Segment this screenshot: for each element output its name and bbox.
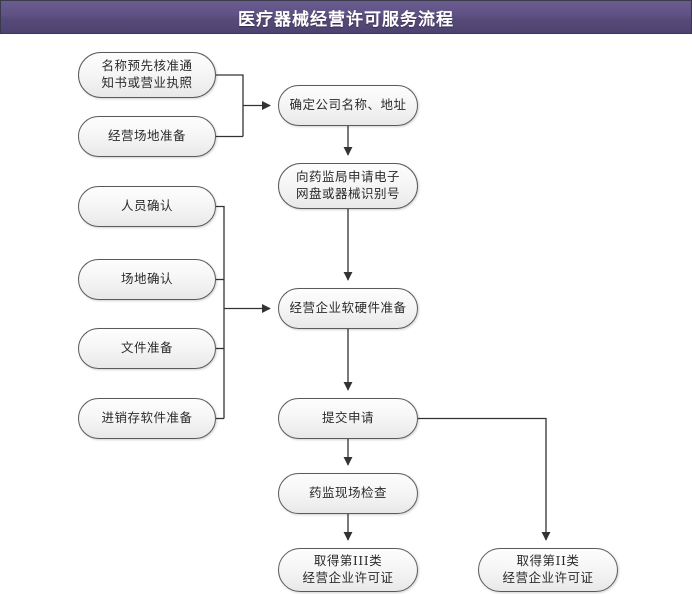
node-inventory-software-preparation[interactable]: 进销存软件准备 xyxy=(78,398,216,439)
node-confirm-company-name-address[interactable]: 确定公司名称、地址 xyxy=(278,85,418,126)
node-enterprise-hardware-software-preparation[interactable]: 经营企业软硬件准备 xyxy=(278,288,418,329)
node-label: 提交申请 xyxy=(321,410,374,426)
node-name-approval[interactable]: 名称预先核准通 知书或营业执照 xyxy=(78,52,216,98)
edge-group2-bar xyxy=(216,205,225,419)
node-site-confirmation[interactable]: 场地确认 xyxy=(78,259,216,300)
node-label: 名称预先核准通 知书或营业执照 xyxy=(101,58,193,90)
node-document-preparation[interactable]: 文件准备 xyxy=(78,328,216,369)
node-personnel-confirmation[interactable]: 人员确认 xyxy=(78,186,216,227)
page-title: 医疗器械经营许可服务流程 xyxy=(238,9,454,30)
node-label: 进销存软件准备 xyxy=(101,410,193,426)
page-title-bar: 医疗器械经营许可服务流程 xyxy=(0,0,692,34)
node-label: 取得第II类 经营企业许可证 xyxy=(502,553,594,585)
node-label: 取得第III类 经营企业许可证 xyxy=(302,553,394,585)
edge-n10-n13 xyxy=(418,417,551,541)
node-class-iii-license[interactable]: 取得第III类 经营企业许可证 xyxy=(278,548,418,592)
node-label: 文件准备 xyxy=(120,340,173,356)
node-submit-application[interactable]: 提交申请 xyxy=(278,398,418,439)
node-apply-edisk-device-id[interactable]: 向药监局申请电子 网盘或器械识别号 xyxy=(278,163,418,209)
node-class-ii-license[interactable]: 取得第II类 经营企业许可证 xyxy=(478,548,618,592)
node-label: 药监现场检查 xyxy=(308,485,387,501)
node-label: 经营企业软硬件准备 xyxy=(289,300,407,316)
edge-n1-merge xyxy=(216,74,244,137)
node-label: 人员确认 xyxy=(120,198,173,214)
node-label: 经营场地准备 xyxy=(107,128,186,144)
node-site-preparation[interactable]: 经营场地准备 xyxy=(78,116,216,157)
node-label: 场地确认 xyxy=(120,271,173,287)
node-label: 向药监局申请电子 网盘或器械识别号 xyxy=(295,169,400,201)
node-onsite-inspection[interactable]: 药监现场检查 xyxy=(278,473,418,514)
node-label: 确定公司名称、地址 xyxy=(289,97,407,113)
